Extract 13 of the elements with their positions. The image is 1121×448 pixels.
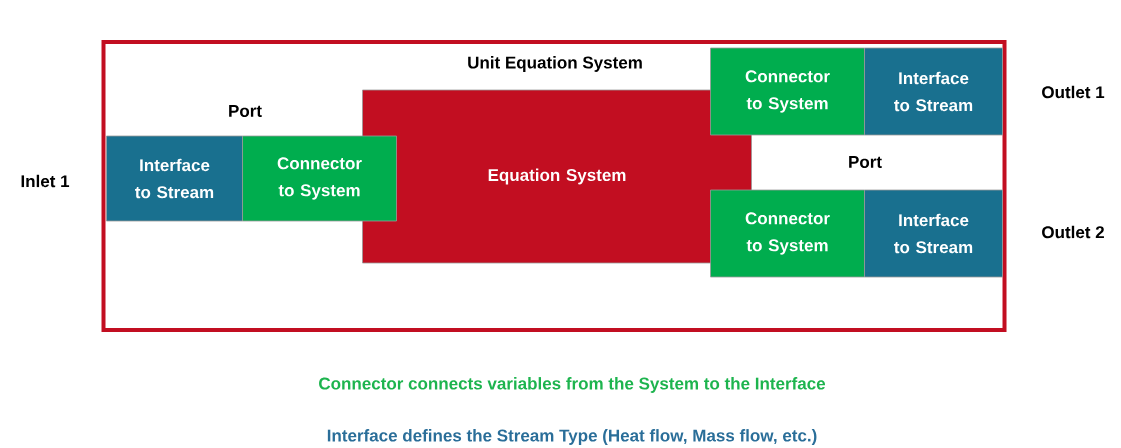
note-text: Connector connects variables from the System to the Interface — [319, 377, 826, 393]
note-text: Interface defines the Stream Type (Heat flow, Mass flow, etc.) — [327, 429, 817, 445]
port-label: Port — [229, 105, 262, 117]
connector-box: Connector to System — [242, 135, 397, 222]
outlet-label: Outlet 1 — [1042, 85, 1105, 99]
connector-box: Connector to System — [710, 189, 865, 278]
outlet-label: Outlet 2 — [1042, 225, 1104, 239]
interface-box: Interface to Stream — [864, 189, 1003, 278]
port-label: Port — [849, 156, 882, 168]
inlet-label: Inlet 1 — [21, 174, 70, 188]
connector-box: Connector to System — [710, 47, 865, 136]
interface-box: Interface to Stream — [106, 135, 243, 222]
interface-box: Interface to Stream — [864, 47, 1003, 136]
